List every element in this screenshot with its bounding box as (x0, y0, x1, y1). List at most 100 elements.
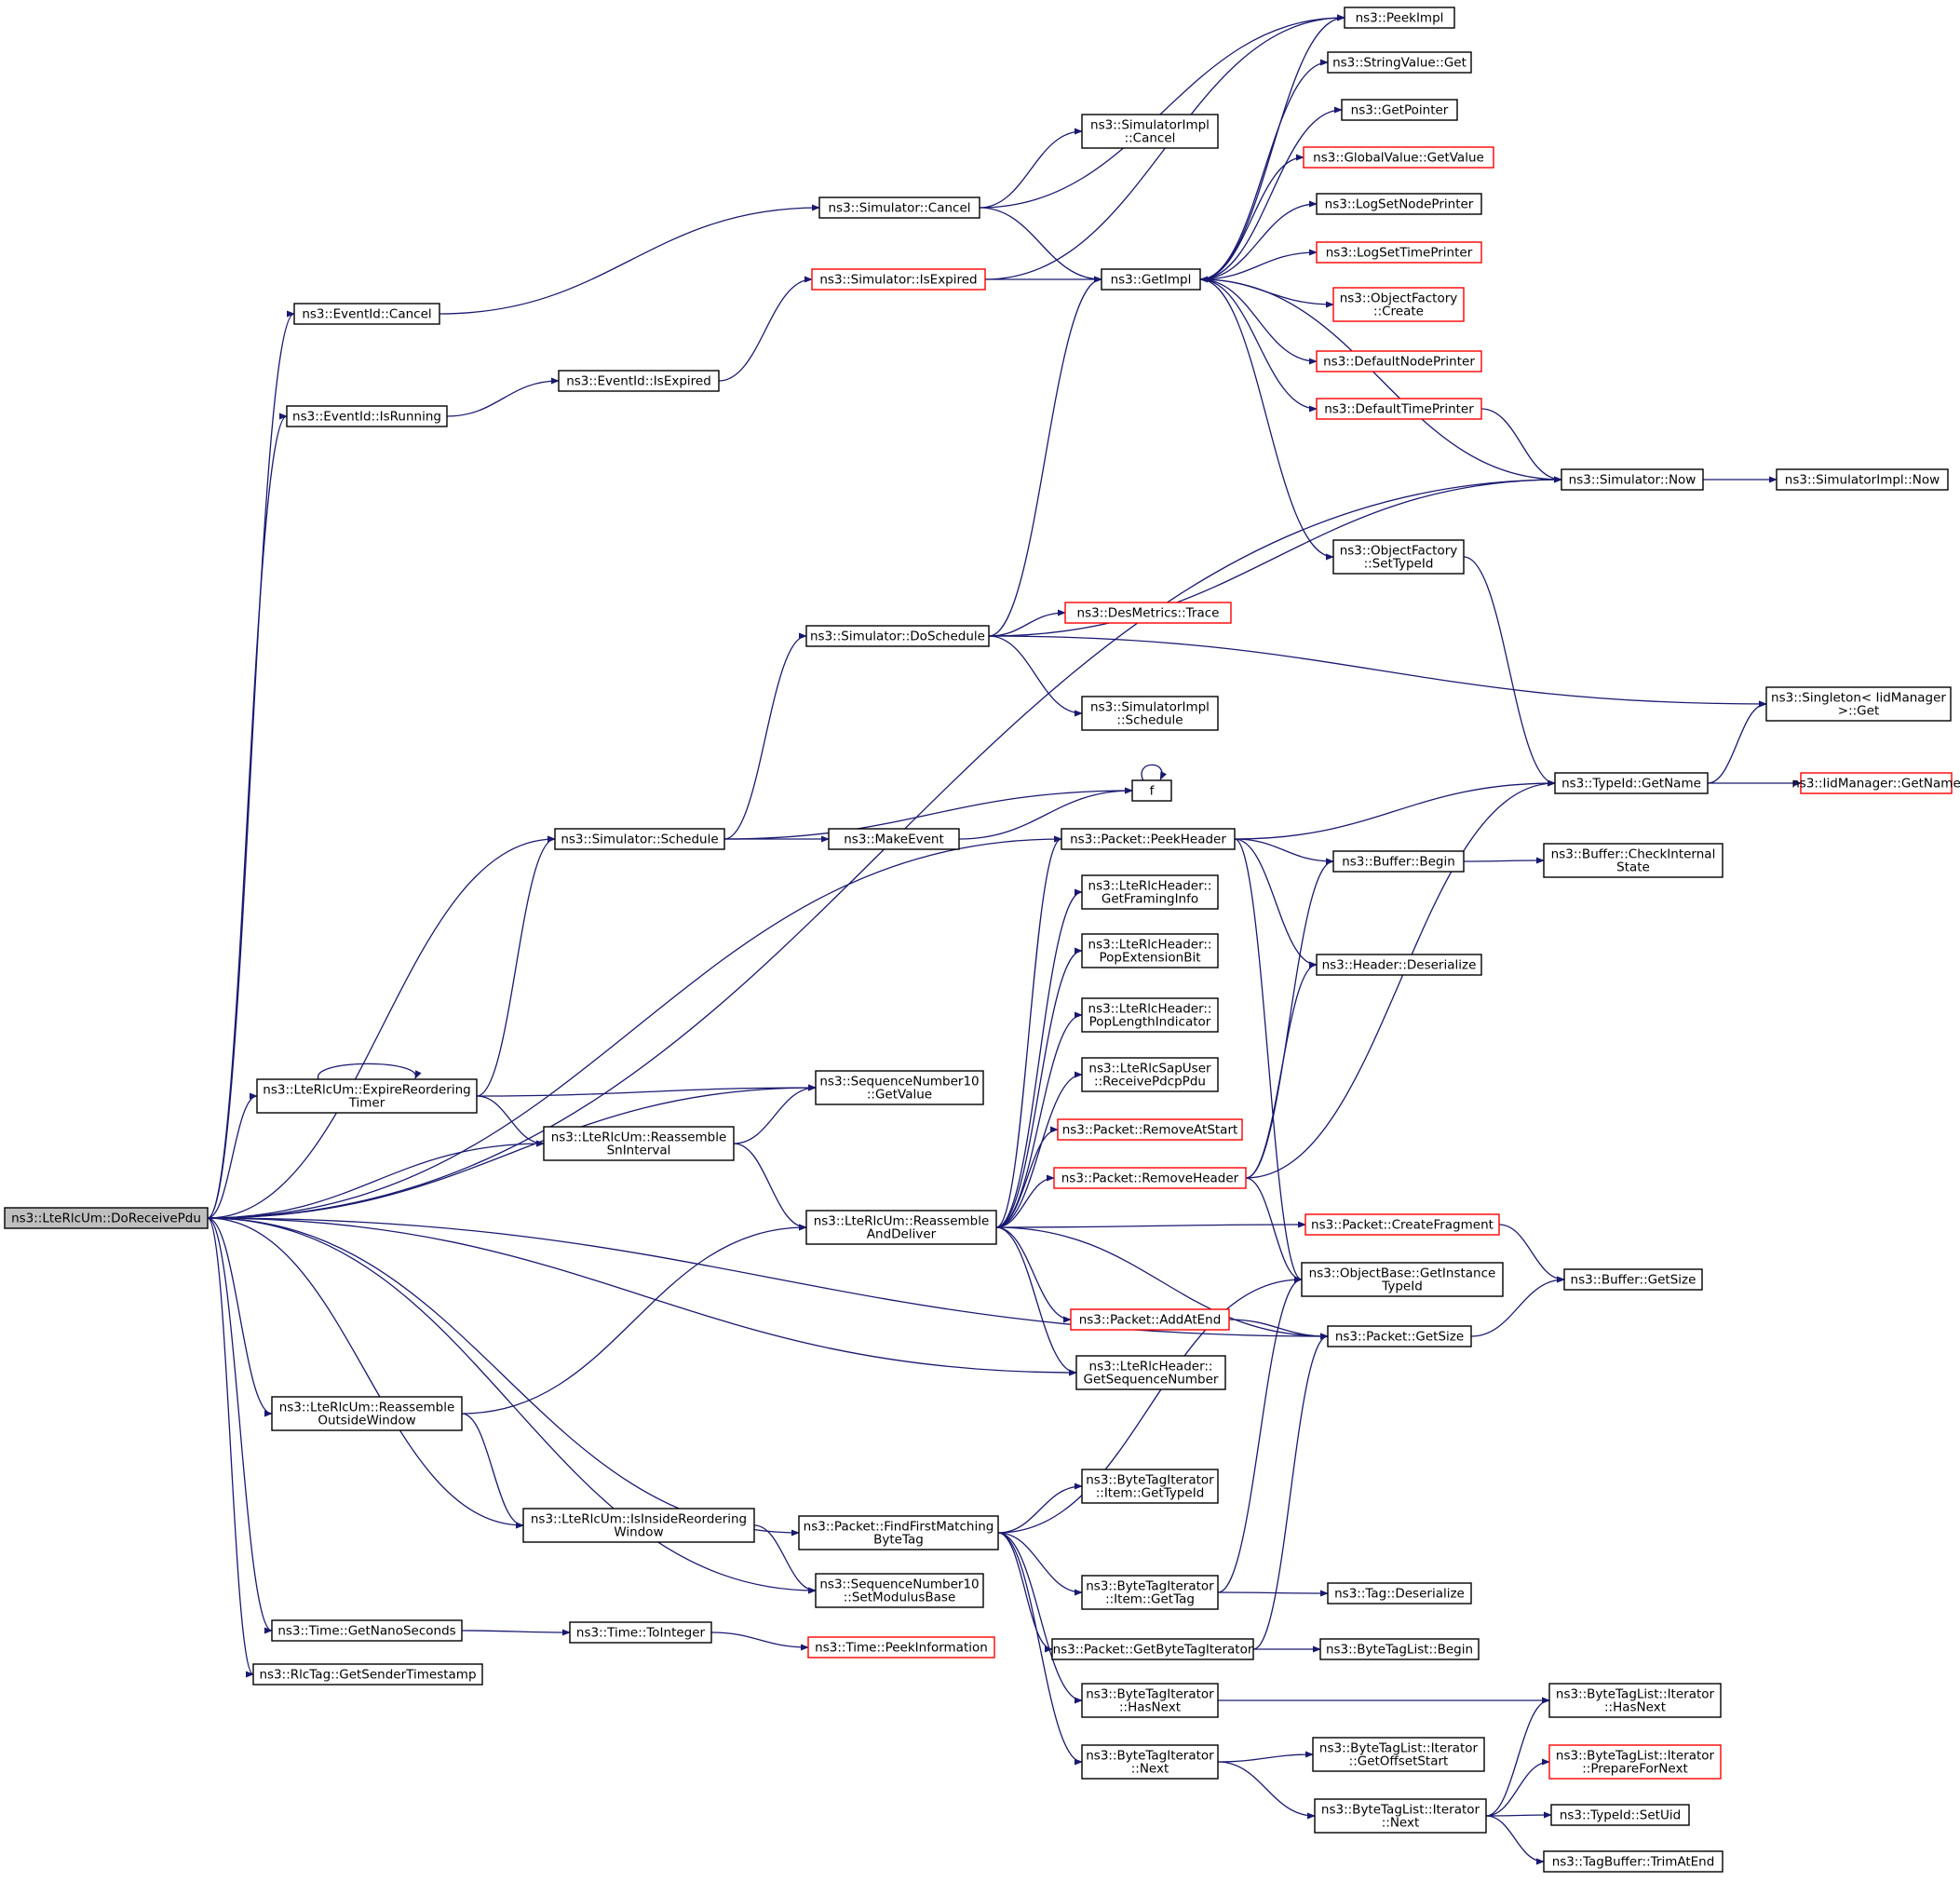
node-rlctag-getsender[interactable]: ns3::RlcTag::GetSenderTimestamp (252, 1663, 483, 1686)
node-eid-isexpired[interactable]: ns3::EventId::IsExpired (558, 370, 720, 392)
call-edge-line (207, 1092, 258, 1219)
node-eid-cancel[interactable]: ns3::EventId::Cancel (293, 303, 440, 325)
node-lterlcheader-poplen[interactable]: ns3::LteRlcHeader::PopLengthIndicator (1081, 997, 1219, 1033)
node-packet-getbytetagiter[interactable]: ns3::Packet::GetByteTagIterator (1051, 1638, 1254, 1660)
node-makeevent[interactable]: ns3::MakeEvent (828, 828, 960, 850)
call-edge-sim_doschedule-to-simimpl_schedule (988, 635, 1083, 717)
node-objfactory-create[interactable]: ns3::ObjectFactory::Create (1332, 287, 1465, 322)
node-label: ns3::LogSetNodePrinter (1325, 197, 1474, 212)
node-typeid-setuid[interactable]: ns3::TypeId::SetUid (1550, 1804, 1690, 1826)
call-edge-packet_peekheader-to-header_deserialize (1234, 838, 1318, 968)
call-edge-line (997, 1532, 1083, 1766)
node-packet-addatend[interactable]: ns3::Packet::AddAtEnd (1070, 1308, 1230, 1331)
call-edge-line (733, 1084, 817, 1144)
call-edge-buffer_begin-to-buffer_checkinternal (1463, 857, 1545, 864)
node-bytetaglist-iter-hasnext[interactable]: ns3::ByteTagList::Iterator::HasNext (1548, 1683, 1722, 1718)
node-lterlcsapuser-receive[interactable]: ns3::LteRlcSapUser::ReceivePdcpPdu (1081, 1057, 1219, 1092)
node-logsetnodeprinter[interactable]: ns3::LogSetNodePrinter (1316, 193, 1482, 215)
call-edge-root-to-lterlcheader_getseq (207, 1217, 1077, 1376)
node-logsettimeprinter[interactable]: ns3::LogSetTimePrinter (1316, 241, 1482, 264)
call-edge-line (979, 128, 1083, 209)
node-simimpl-schedule[interactable]: ns3::SimulatorImpl::Schedule (1081, 696, 1219, 731)
node-box (1081, 1744, 1219, 1780)
call-edge-root-to-packet_peekheader (207, 835, 1062, 1219)
node-seqnum-getvalue[interactable]: ns3::SequenceNumber10::GetValue (815, 1070, 984, 1105)
call-edge-bytetaglist_iter_next-to-bytetaglist_iter_prepare (1485, 1758, 1550, 1817)
node-tag-deserialize[interactable]: ns3::Tag::Deserialize (1327, 1582, 1472, 1604)
node-defaultnodeprinter[interactable]: ns3::DefaultNodePrinter (1316, 350, 1482, 372)
node-root[interactable]: ns3::LteRlcUm::DoReceivePdu (4, 1207, 209, 1229)
node-typeid-getname[interactable]: ns3::TypeId::GetName (1554, 772, 1709, 794)
node-buffer-getsize[interactable]: ns3::Buffer::GetSize (1563, 1268, 1703, 1291)
node-time-tointeger[interactable]: ns3::Time::ToInteger (569, 1621, 712, 1644)
node-simimpl-now[interactable]: ns3::SimulatorImpl::Now (1776, 468, 1949, 491)
node-lterlcheader-popext[interactable]: ns3::LteRlcHeader::PopExtensionBit (1081, 933, 1219, 968)
node-globalvalue-getvalue[interactable]: ns3::GlobalValue::GetValue (1303, 146, 1494, 169)
node-bytetagiter-next[interactable]: ns3::ByteTagIterator::Next (1081, 1744, 1219, 1780)
node-bytetaglist-iter-getoffset[interactable]: ns3::ByteTagList::Iterator::GetOffsetSta… (1312, 1737, 1485, 1772)
node-time-peekinfo[interactable]: ns3::Time::PeekInformation (807, 1636, 995, 1659)
node-sim-cancel[interactable]: ns3::Simulator::Cancel (818, 196, 980, 219)
call-edge-getimpl-to-globalvalue_getvalue (1199, 154, 1304, 280)
node-lterlcheader-getseq[interactable]: ns3::LteRlcHeader::GetSequenceNumber (1075, 1355, 1226, 1390)
node-packet-createfragment[interactable]: ns3::Packet::CreateFragment (1304, 1213, 1500, 1236)
call-edge-line (753, 1524, 817, 1594)
node-bytetaglist-iter-next[interactable]: ns3::ByteTagList::Iterator::Next (1314, 1798, 1487, 1834)
node-seqnum-setmodulus[interactable]: ns3::SequenceNumber10::SetModulusBase (815, 1573, 984, 1608)
call-edge-packet_createfragment-to-buffer_getsize (1498, 1224, 1565, 1283)
node-iidmanager-getname[interactable]: ns3::IidManager::GetName (1791, 772, 1960, 794)
node-bytetagiter-item-gettag[interactable]: ns3::ByteTagIterator::Item::GetTag (1081, 1575, 1219, 1610)
node-box (1051, 1638, 1254, 1660)
node-objfactory-settypeid[interactable]: ns3::ObjectFactory::SetTypeId (1332, 539, 1465, 575)
node-bytetagiter-item-gettypeid[interactable]: ns3::ByteTagIterator::Item::GetTypeId (1081, 1469, 1219, 1504)
node-bytetaglist-begin[interactable]: ns3::ByteTagList::Begin (1319, 1638, 1480, 1660)
node-bytetagiter-hasnext[interactable]: ns3::ByteTagIterator::HasNext (1081, 1683, 1219, 1718)
node-f[interactable]: f (1131, 779, 1172, 802)
node-simimpl-cancel[interactable]: ns3::SimulatorImpl::Cancel (1081, 114, 1219, 149)
node-label: ns3::Buffer::GetSize (1571, 1273, 1696, 1288)
node-sim-doschedule[interactable]: ns3::Simulator::DoSchedule (805, 625, 990, 647)
node-desmetrics-trace[interactable]: ns3::DesMetrics::Trace (1064, 602, 1232, 624)
node-peekimpl[interactable]: ns3::PeekImpl (1344, 7, 1455, 29)
node-box (1081, 114, 1219, 149)
node-packet-peekheader[interactable]: ns3::Packet::PeekHeader (1061, 828, 1236, 850)
node-tagbuffer-trimatend[interactable]: ns3::TagBuffer::TrimAtEnd (1543, 1850, 1723, 1873)
node-getpointer[interactable]: ns3::GetPointer (1341, 99, 1458, 121)
node-box (805, 625, 990, 647)
call-edge-reassemble_anddeliver-to-packet_getsize (995, 1226, 1329, 1340)
node-getimpl[interactable]: ns3::GetImpl (1101, 268, 1201, 291)
node-buffer-begin[interactable]: ns3::Buffer::Begin (1332, 850, 1465, 873)
node-singleton-get[interactable]: ns3::Singleton< IidManager >::Get (1765, 686, 1952, 722)
node-defaulttimeprinter[interactable]: ns3::DefaultTimePrinter (1316, 398, 1482, 420)
call-edge-line (207, 835, 556, 1219)
node-bytetaglist-iter-prepare[interactable]: ns3::ByteTagList::Iterator::PrepareForNe… (1548, 1744, 1722, 1780)
node-sim-now[interactable]: ns3::Simulator::Now (1561, 468, 1704, 491)
call-edge-line (988, 635, 1767, 708)
call-edge-line (207, 835, 1062, 1219)
call-edge-f-to-f (1141, 764, 1167, 781)
node-stringvalue-get[interactable]: ns3::StringValue::Get (1327, 51, 1472, 74)
node-time-getnano[interactable]: ns3::Time::GetNanoSeconds (271, 1619, 463, 1642)
node-box (1081, 1575, 1219, 1610)
node-eid-isrunning[interactable]: ns3::EventId::IsRunning (286, 405, 448, 427)
node-packet-getsize[interactable]: ns3::Packet::GetSize (1327, 1325, 1472, 1347)
call-edge-eid_isexpired-to-sim_isexpired (718, 276, 813, 382)
node-packet-removeheader[interactable]: ns3::Packet::RemoveHeader (1053, 1167, 1247, 1189)
node-lterlcheader-getframing[interactable]: ns3::LteRlcHeader::GetFramingInfo (1081, 874, 1219, 910)
node-label: ns3::TypeId::SetUid (1560, 1808, 1681, 1823)
node-sim-isexpired[interactable]: ns3::Simulator::IsExpired (811, 268, 986, 291)
node-sim-schedule[interactable]: ns3::Simulator::Schedule (554, 828, 725, 850)
call-edge-line (1217, 1761, 1316, 1820)
node-box (569, 1621, 712, 1644)
node-header-deserialize[interactable]: ns3::Header::Deserialize (1316, 954, 1482, 976)
node-packet-removeatstart[interactable]: ns3::Packet::RemoveAtStart (1057, 1118, 1243, 1141)
node-label: ::Cancel (1125, 131, 1176, 146)
